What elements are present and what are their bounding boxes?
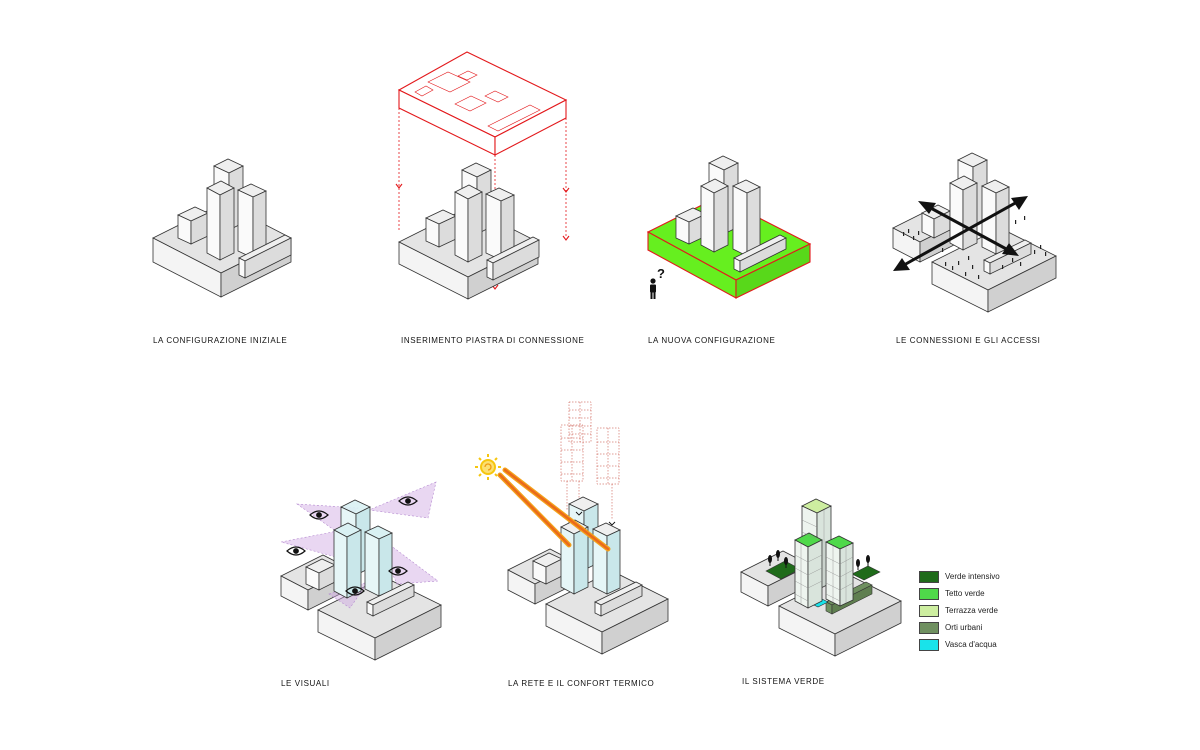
net-structure	[560, 401, 620, 520]
tower-mesh	[794, 510, 854, 604]
panel-inserimento-piastra: INSERIMENTO PIASTRA DI CONNESSIONE	[0, 0, 600, 360]
caption-sistema-verde: IL SISTEMA VERDE	[742, 677, 825, 686]
caption-visuali: LE VISUALI	[281, 679, 330, 688]
legend-label: Orti urbani	[945, 623, 983, 632]
sun-rays	[497, 467, 611, 552]
caption-connessioni-accessi: LE CONNESSIONI E GLI ACCESSI	[896, 336, 1041, 345]
legend-label: Tetto verde	[945, 589, 985, 598]
legend-item: Orti urbani	[919, 619, 1000, 636]
legend-item: Tetto verde	[919, 585, 1000, 602]
buildings	[425, 162, 540, 281]
diagram-visuali	[280, 481, 442, 661]
panel-configurazione-iniziale: LA CONFIGURAZIONE INIZIALE	[0, 0, 300, 360]
person-icon	[650, 278, 656, 299]
legend-item: Terrazza verde	[919, 602, 1000, 619]
caption-nuova-configurazione: LA NUOVA CONFIGURAZIONE	[648, 336, 776, 345]
legend-swatch-vasca-acqua	[919, 638, 939, 651]
diagram-connessioni-accessi	[892, 152, 1057, 313]
legend-item: Vasca d'acqua	[919, 636, 1000, 653]
legend-label: Verde intensivo	[945, 572, 1000, 581]
diagram-rete-confort-termico	[475, 401, 669, 655]
arrow-markers	[575, 511, 616, 526]
legend-label: Vasca d'acqua	[945, 640, 997, 649]
panel-sistema-verde: IL SISTEMA VERDE	[0, 380, 1200, 710]
legend-swatch-tetto-verde	[919, 587, 939, 600]
diagram-nuova-configurazione: ?	[646, 155, 812, 299]
legend-swatch-verde-intensivo	[919, 570, 939, 583]
caption-rete-confort-termico: LA RETE E IL CONFORT TERMICO	[508, 679, 655, 688]
diagram-configurazione-iniziale	[152, 158, 292, 298]
legend-swatch-orti-urbani	[919, 621, 939, 634]
buildings	[532, 496, 643, 617]
legend-swatch-terrazza-verde	[919, 604, 939, 617]
diagram-inserimento-piastra	[395, 51, 570, 300]
legend: Verde intensivo Tetto verde Terrazza ver…	[919, 568, 1000, 653]
diagram-sistema-verde	[740, 498, 902, 657]
panel-connessioni-accessi: LE CONNESSIONI E GLI ACCESSI	[0, 0, 1100, 360]
connection-arrows	[893, 196, 1028, 271]
trees	[768, 550, 870, 570]
connection-slab	[397, 51, 568, 156]
buildings	[675, 155, 787, 273]
sun-icon	[475, 454, 501, 480]
people-dots	[903, 216, 1047, 279]
legend-label: Terrazza verde	[945, 606, 998, 615]
panel-nuova-configurazione: ? LA NUOVA CONFIGURAZIONE	[0, 0, 820, 360]
panel-rete-confort-termico: LA RETE E IL CONFORT TERMICO	[0, 380, 700, 710]
buildings	[177, 158, 292, 279]
caption-inserimento-piastra: INSERIMENTO PIASTRA DI CONNESSIONE	[401, 336, 585, 345]
green-towers	[794, 498, 854, 609]
buildings	[921, 152, 1032, 275]
caption-configurazione-iniziale: LA CONFIGURAZIONE INIZIALE	[153, 336, 288, 345]
legend-item: Verde intensivo	[919, 568, 1000, 585]
panel-visuali: LE VISUALI	[0, 380, 500, 710]
buildings	[305, 499, 415, 617]
question-mark: ?	[657, 266, 665, 281]
eye-icon	[286, 496, 418, 596]
